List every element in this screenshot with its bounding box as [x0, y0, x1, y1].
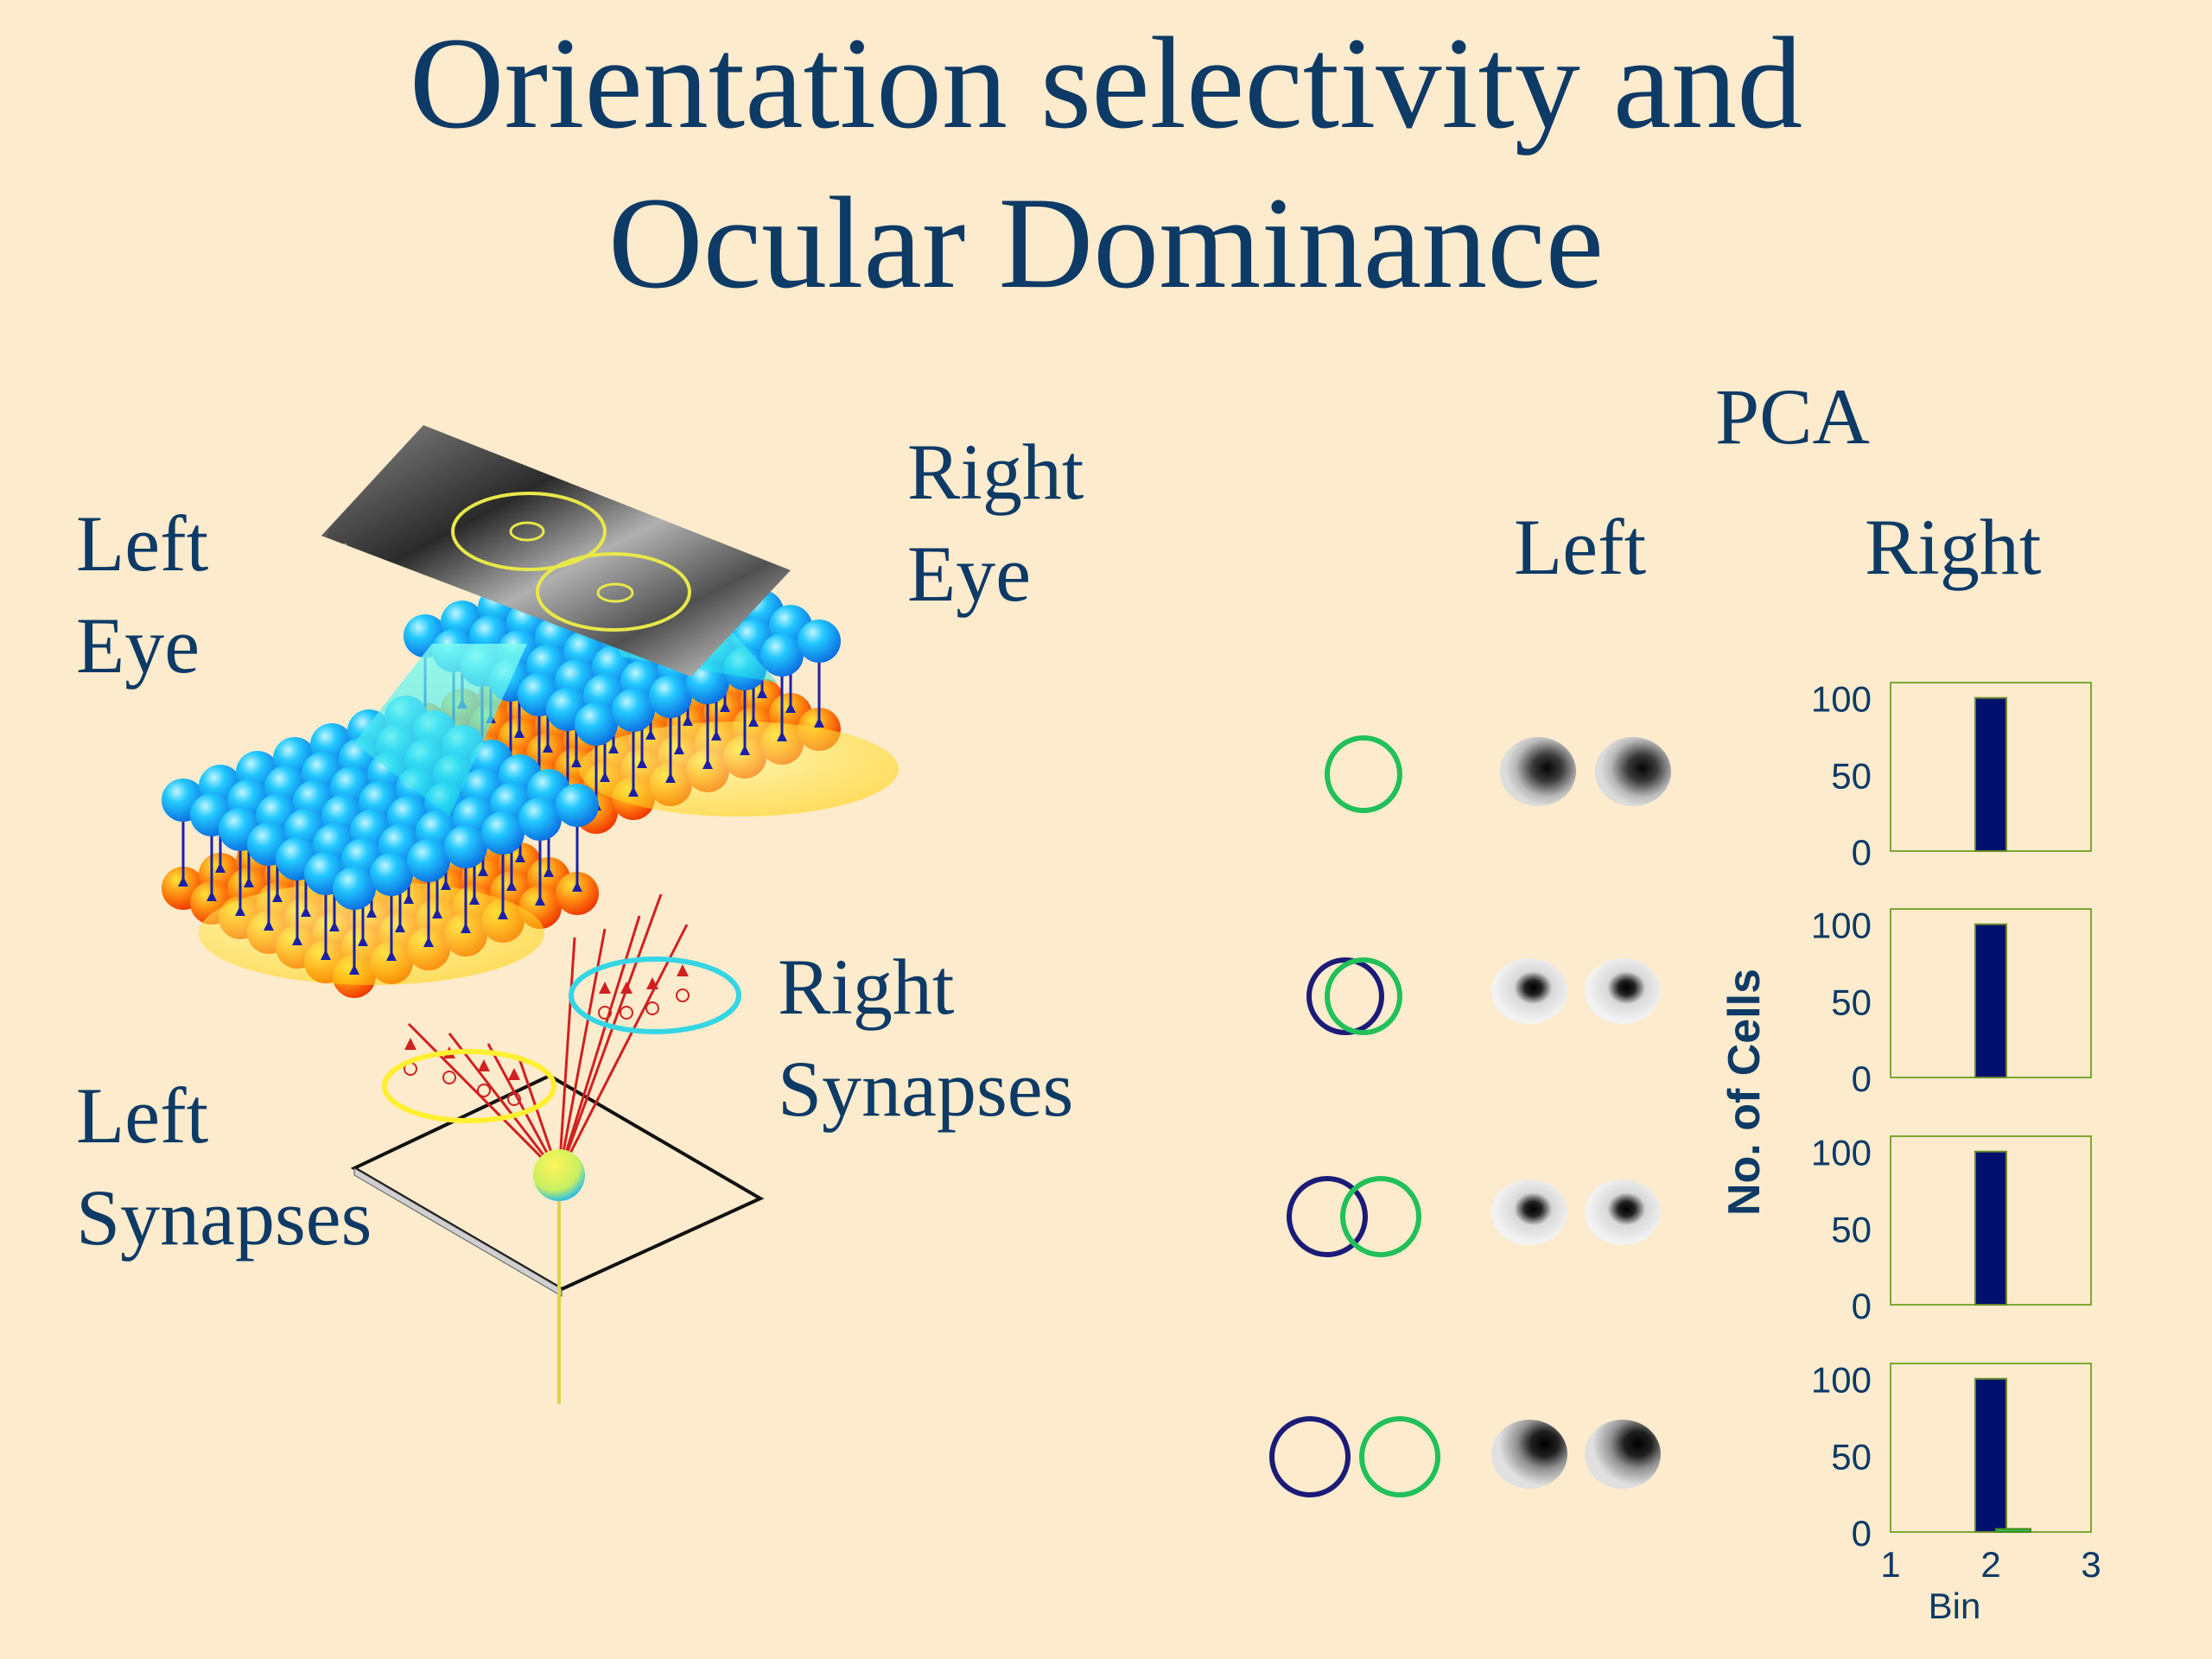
y-tick-label: 100 — [1811, 1360, 1872, 1401]
pca-right-header: Right — [1865, 503, 2042, 591]
synaptic-lines — [404, 893, 690, 1177]
histogram-bar — [1974, 1150, 2007, 1306]
y-tick-label: 50 — [1831, 755, 1872, 796]
right-synapses-label: Right Synapses — [778, 943, 1074, 1133]
y-tick-label: 0 — [1852, 1513, 1872, 1554]
histogram-bar — [1995, 1528, 2031, 1534]
y-tick-label: 50 — [1831, 1209, 1872, 1249]
x-tick-label: 3 — [2081, 1544, 2101, 1585]
left-eye-label: Left Eye — [76, 499, 209, 690]
y-tick-label: 100 — [1811, 679, 1872, 720]
pca-header: PCA — [1715, 372, 1870, 461]
histogram-bar — [1974, 923, 2007, 1079]
y-tick-label: 50 — [1831, 982, 1872, 1022]
y-tick-label: 100 — [1811, 906, 1872, 946]
rf-row-4 — [1269, 1416, 1440, 1497]
x-tick-label: 1 — [1880, 1544, 1900, 1585]
pca-row-1 — [1500, 737, 1671, 806]
y-tick-label: 0 — [1852, 1058, 1872, 1099]
y-tick-label: 100 — [1811, 1133, 1872, 1173]
right-eye-rf-circle — [1359, 1416, 1440, 1497]
pca-left-filter — [1500, 737, 1576, 806]
left-eye-rf-circle — [1269, 1416, 1351, 1497]
network-diagram — [162, 425, 899, 1404]
pca-right-filter — [1595, 737, 1671, 806]
histogram-bar — [1974, 1377, 2007, 1534]
x-tick-label: 2 — [1980, 1544, 2000, 1585]
receptive-field-circles — [1269, 735, 1440, 1497]
left-rf-outline — [451, 492, 607, 571]
slide-title: Orientation selectivity and Ocular Domin… — [0, 3, 2212, 323]
right-eye-rf-circle — [1340, 1176, 1421, 1257]
right-rf-outline — [536, 552, 691, 632]
right-eye-label: Right Eye — [907, 428, 1084, 618]
left-eye-rf-circle — [1306, 957, 1384, 1035]
histogram-bar — [1974, 696, 2007, 853]
right-synapses-ellipse — [569, 957, 741, 1034]
title-line-1: Orientation selectivity and — [409, 10, 1803, 156]
title-line-2: Ocular Dominance — [607, 170, 1605, 315]
left-synapses-ellipse — [382, 1049, 556, 1123]
histogram-panel: 0 50 100 — [1811, 906, 2092, 1099]
pca-right-filter — [1585, 1179, 1661, 1245]
rf-row-2 — [1306, 957, 1402, 1035]
postsynaptic-neuron — [533, 1149, 585, 1201]
pca-row-2 — [1491, 958, 1661, 1024]
left-synapses-label: Left Synapses — [76, 1071, 372, 1262]
pca-row-3 — [1491, 1179, 1661, 1245]
histogram-panel: 0 50 100 — [1811, 679, 2092, 873]
y-tick-label: 0 — [1852, 1286, 1872, 1326]
pca-left-header: Left — [1514, 503, 1647, 591]
left-projection-beam — [354, 644, 527, 817]
histogram-panel: 0 50 100 1 2 3 — [1811, 1360, 2101, 1585]
pca-filters — [1491, 737, 1671, 1489]
y-tick-label: 50 — [1831, 1436, 1872, 1477]
pca-right-filter — [1585, 958, 1661, 1024]
right-eye-rf-circle — [1325, 957, 1402, 1035]
left-eye-rf-circle — [1287, 1176, 1368, 1257]
pca-left-filter — [1491, 1420, 1567, 1489]
pca-row-4 — [1491, 1420, 1661, 1489]
pca-right-filter — [1585, 1420, 1661, 1489]
y-axis-label: No. of Cells — [1719, 969, 1770, 1216]
rf-row-3 — [1287, 1176, 1421, 1257]
right-eye-rf-circle — [1325, 735, 1402, 813]
rf-row-1 — [1325, 735, 1402, 813]
histogram-panel: 0 50 100 — [1811, 1133, 2092, 1326]
pca-left-filter — [1491, 958, 1567, 1024]
ocular-dominance-histograms: No. of Cells Bin 05010005010005010005010… — [1719, 679, 2101, 1626]
y-tick-label: 0 — [1852, 832, 1872, 873]
pca-left-filter — [1491, 1179, 1567, 1245]
x-axis-label: Bin — [1929, 1586, 1981, 1626]
